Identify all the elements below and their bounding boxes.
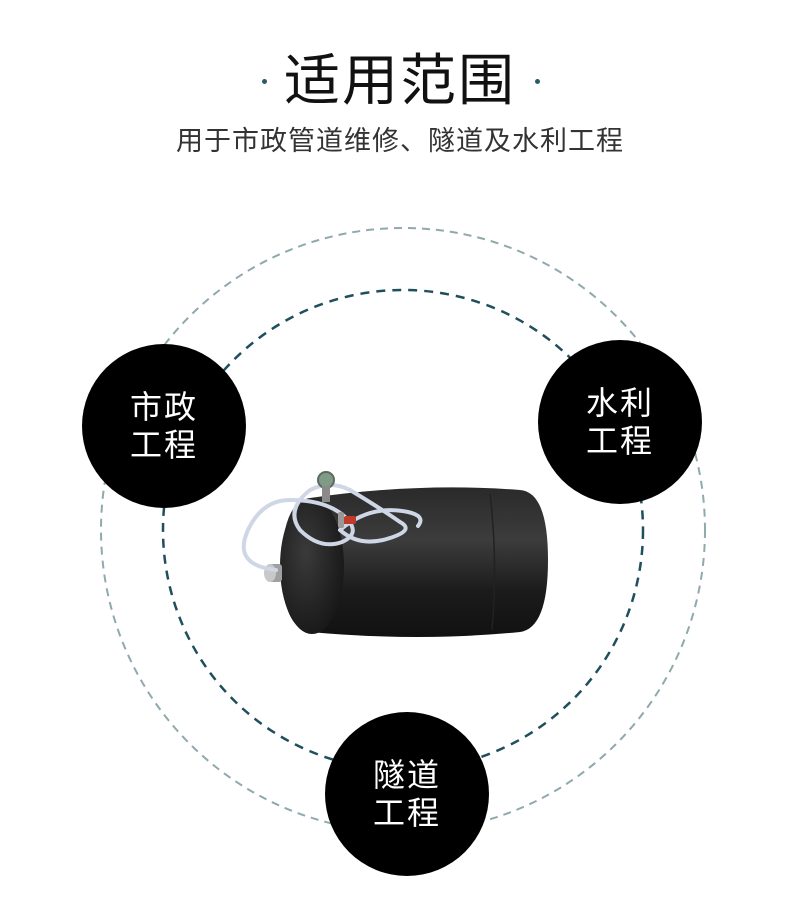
outer-dashed-ring [100, 227, 706, 833]
badge-municipal-engineering: 市政 工程 [82, 344, 246, 508]
page-title: 适用范围 [284, 49, 516, 114]
red-valve [344, 516, 356, 524]
title-right-dot-icon [535, 79, 540, 84]
pressure-gauge [317, 471, 335, 489]
page-subtitle: 用于市政管道维修、隧道及水利工程 [176, 126, 624, 157]
badge-tunnel-engineering: 隧道 工程 [325, 712, 489, 876]
section-header: 适用范围 [0, 42, 800, 122]
badge-tunnel-label: 隧道 工程 [372, 756, 441, 832]
badge-water-engineering: 水利 工程 [538, 340, 702, 504]
pipe-plug-airbag-image [241, 471, 548, 637]
badge-water-label: 水利 工程 [585, 384, 654, 460]
badge-municipal-label: 市政 工程 [129, 388, 198, 464]
air-hose [241, 483, 408, 572]
airbag-end-cap [280, 498, 344, 634]
title-left-dot-icon [262, 79, 267, 84]
